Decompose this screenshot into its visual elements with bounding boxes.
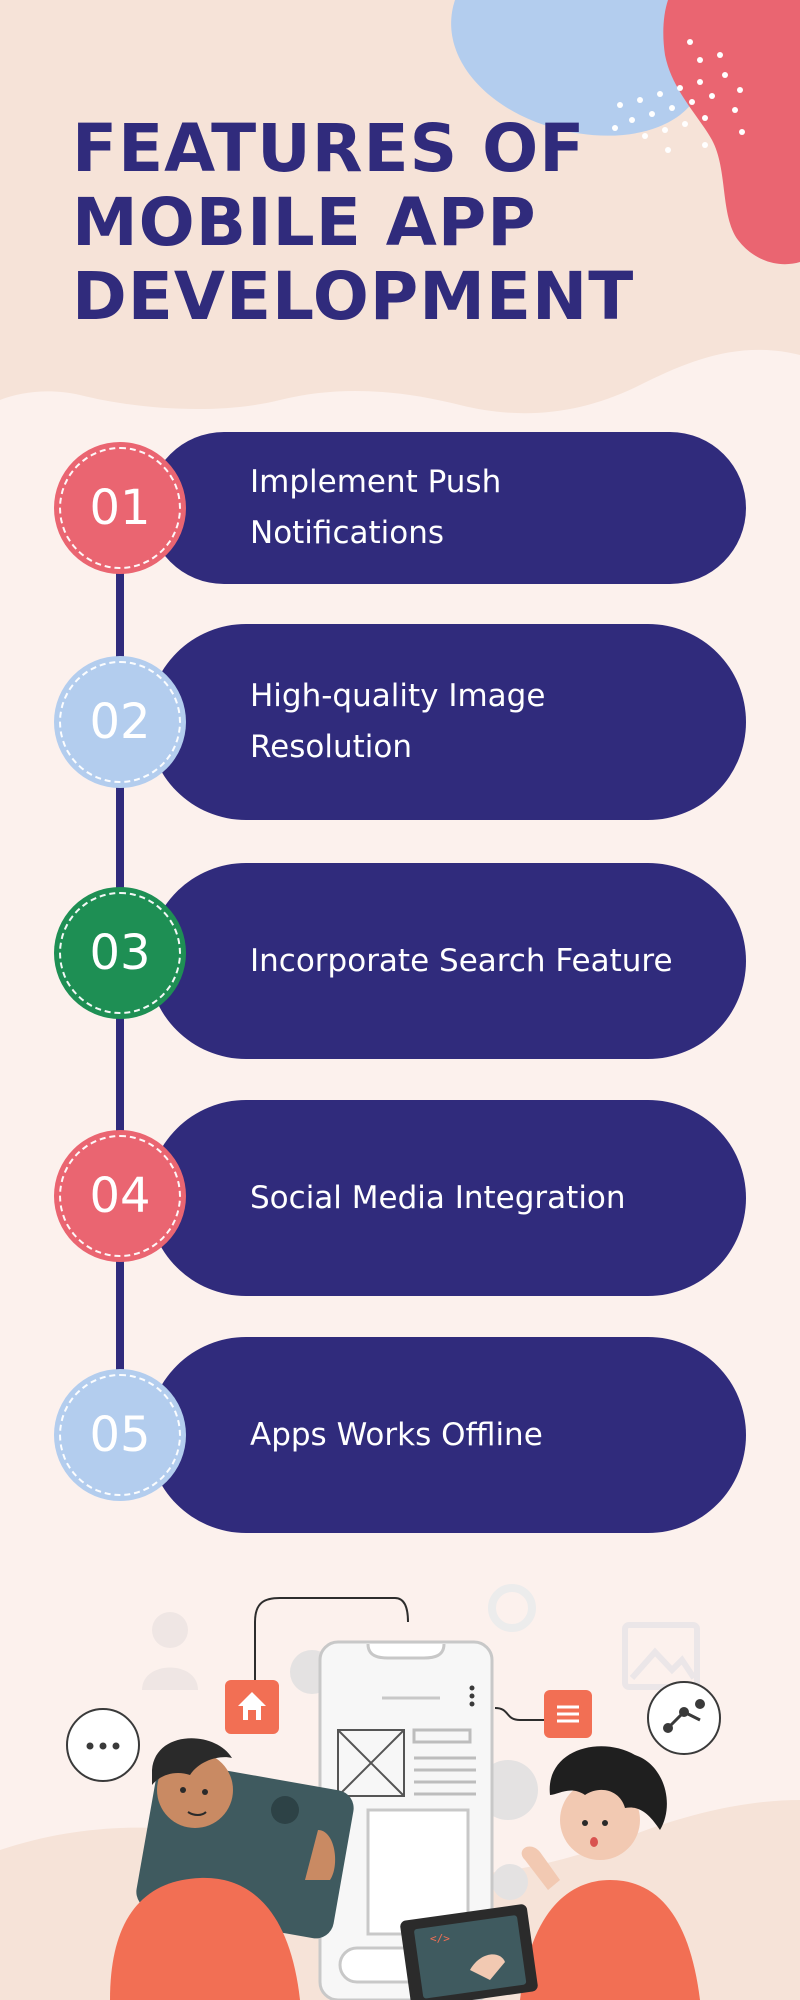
feature-number-badge: 03 <box>54 887 186 1019</box>
feature-label: Implement Push Notifications <box>250 464 502 551</box>
feature-item-5: Apps Works Offline 05 <box>0 1337 800 1533</box>
coral-blob <box>663 0 800 265</box>
person-left-illustration <box>110 1738 354 2000</box>
title-line-1: FEATURES OF <box>72 110 586 187</box>
feature-label: High-quality Image Resolution <box>250 678 546 765</box>
feature-label: Apps Works Offline <box>250 1416 543 1453</box>
user-silhouette-icon <box>142 1612 198 1690</box>
more-options-icon <box>469 1685 475 1707</box>
person-right-illustration: </> <box>400 1746 700 2000</box>
menu-icon <box>544 1690 592 1738</box>
feature-number-badge: 02 <box>54 656 186 788</box>
feature-number-badge: 04 <box>54 1130 186 1262</box>
page-title: FEATURES OF MOBILE APP DEVELOPMENT <box>72 112 712 334</box>
title-line-2: MOBILE APP <box>72 184 537 261</box>
image-icon <box>622 1622 700 1690</box>
feature-item-1: Implement Push Notifications 01 <box>0 432 800 584</box>
feature-number: 05 <box>89 1407 151 1463</box>
feature-pill: Incorporate Search Feature <box>148 863 746 1059</box>
feature-pill: Social Media Integration <box>148 1100 746 1296</box>
feature-item-2: High-quality Image Resolution 02 <box>0 624 800 820</box>
feature-number: 04 <box>89 1168 151 1224</box>
connector-line <box>254 1597 409 1700</box>
feature-item-3: Incorporate Search Feature 03 <box>0 863 800 1059</box>
chat-bubble-icon <box>66 1708 140 1782</box>
feature-number: 02 <box>89 694 151 750</box>
feature-pill: High-quality Image Resolution <box>148 624 746 820</box>
feature-number-badge: 01 <box>54 442 186 574</box>
code-icon: </> <box>430 1932 450 1945</box>
dot-pattern <box>612 39 745 153</box>
home-icon <box>225 1680 279 1734</box>
title-line-3: DEVELOPMENT <box>72 258 635 335</box>
connector-line <box>494 1707 545 1721</box>
feature-label: Social Media Integration <box>250 1179 626 1216</box>
share-icon <box>647 1681 721 1755</box>
feature-item-4: Social Media Integration 04 <box>0 1100 800 1296</box>
feature-pill: Apps Works Offline <box>148 1337 746 1533</box>
app-development-illustration: </> <box>66 1584 721 2000</box>
feature-pill: Implement Push Notifications <box>148 432 746 584</box>
feature-number: 01 <box>89 480 151 536</box>
feature-label: Incorporate Search Feature <box>250 942 673 979</box>
image-placeholder-icon <box>337 1729 405 1797</box>
blue-blob <box>451 0 723 136</box>
feature-number: 03 <box>89 925 151 981</box>
feature-number-badge: 05 <box>54 1369 186 1501</box>
